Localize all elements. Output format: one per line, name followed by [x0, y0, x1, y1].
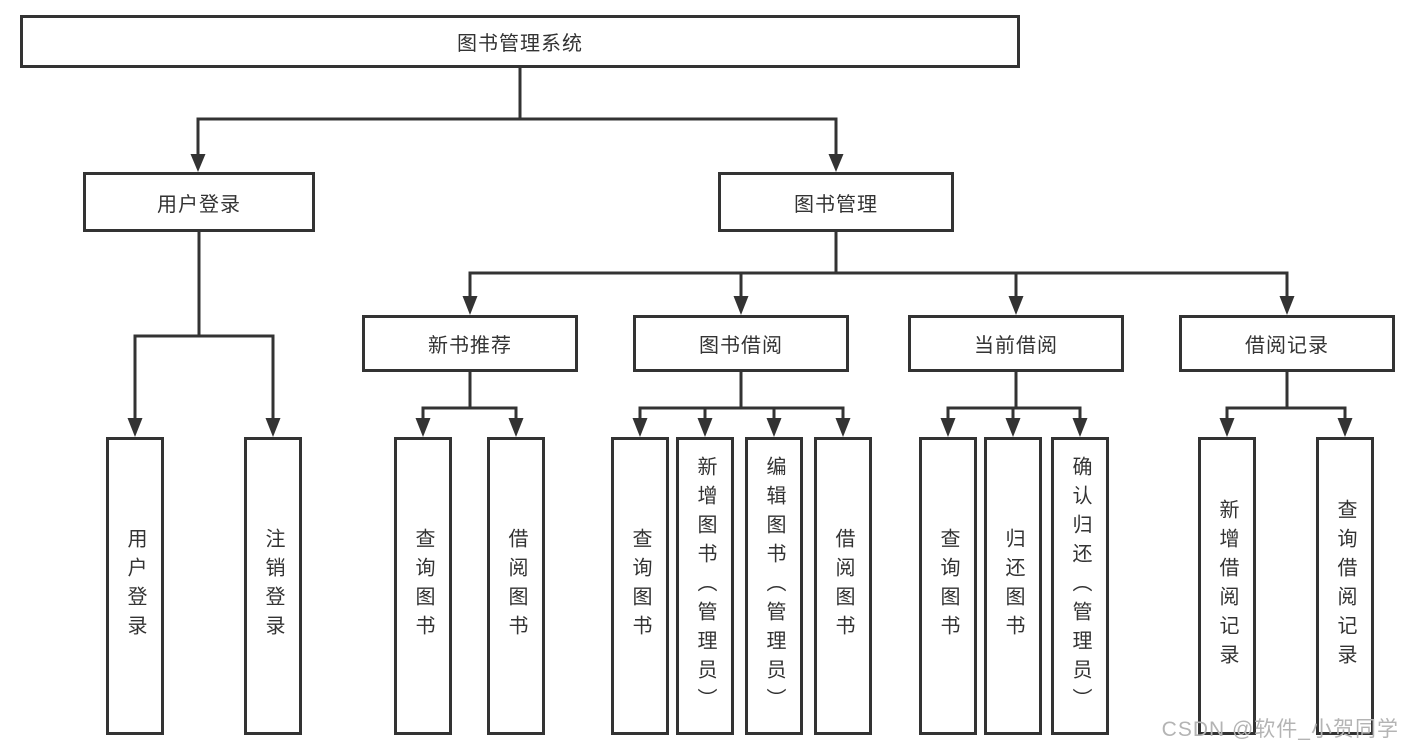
leaf-recommend-query-books: 查询图书 [394, 437, 452, 735]
node-label: 编辑图书（管理员） [763, 455, 785, 717]
connector-current-borrow-branch [940, 372, 1088, 437]
leaf-return-books: 归还图书 [984, 437, 1042, 735]
node-label: 查询图书 [629, 528, 651, 644]
node-label: 新书推荐 [428, 335, 512, 357]
node-label: 查询图书 [412, 528, 434, 644]
node-book-management: 图书管理 [718, 172, 954, 232]
leaf-recommend-borrow-books: 借阅图书 [487, 437, 545, 735]
connector-borrow-record-branch [1219, 372, 1353, 437]
node-new-book-recommend: 新书推荐 [362, 315, 578, 372]
leaf-user-login: 用户登录 [106, 437, 164, 735]
node-label: 查询借阅记录 [1334, 499, 1356, 673]
node-label: 当前借阅 [974, 335, 1058, 357]
connector-new-book-branch [415, 372, 524, 437]
leaf-add-book-admin: 新增图书（管理员） [676, 437, 734, 735]
leaf-add-borrow-record: 新增借阅记录 [1198, 437, 1256, 735]
node-label: 查询图书 [937, 528, 959, 644]
node-label: 借阅图书 [832, 528, 854, 644]
node-label: 图书管理 [794, 193, 878, 216]
node-label: 用户登录 [124, 528, 146, 644]
leaf-borrow-books: 借阅图书 [814, 437, 872, 735]
node-label: 归还图书 [1002, 528, 1024, 644]
leaf-confirm-return-admin: 确认归还（管理员） [1051, 437, 1109, 735]
leaf-borrow-query-books: 查询图书 [611, 437, 669, 735]
node-user-login: 用户登录 [83, 172, 315, 232]
node-label: 借阅记录 [1245, 335, 1329, 357]
node-label: 图书管理系统 [457, 33, 583, 55]
node-label: 新增图书（管理员） [694, 455, 716, 717]
connector-user-login-branch [127, 232, 281, 437]
node-label: 新增借阅记录 [1216, 499, 1238, 673]
node-borrow-records: 借阅记录 [1179, 315, 1395, 372]
node-label: 确认归还（管理员） [1069, 455, 1091, 717]
leaf-edit-book-admin: 编辑图书（管理员） [745, 437, 803, 735]
node-label: 图书借阅 [699, 335, 783, 357]
leaf-query-borrow-record: 查询借阅记录 [1316, 437, 1374, 735]
leaf-current-query-books: 查询图书 [919, 437, 977, 735]
node-current-borrow: 当前借阅 [908, 315, 1124, 372]
node-label: 用户登录 [157, 193, 241, 216]
node-book-borrow: 图书借阅 [633, 315, 849, 372]
node-library-system: 图书管理系统 [20, 15, 1020, 68]
connector-book-management-branch [462, 232, 1295, 315]
connector-book-borrow-branch [632, 372, 851, 437]
leaf-logout: 注销登录 [244, 437, 302, 735]
connector-root-to-level2 [190, 68, 844, 172]
node-label: 借阅图书 [505, 528, 527, 644]
node-label: 注销登录 [262, 528, 284, 644]
